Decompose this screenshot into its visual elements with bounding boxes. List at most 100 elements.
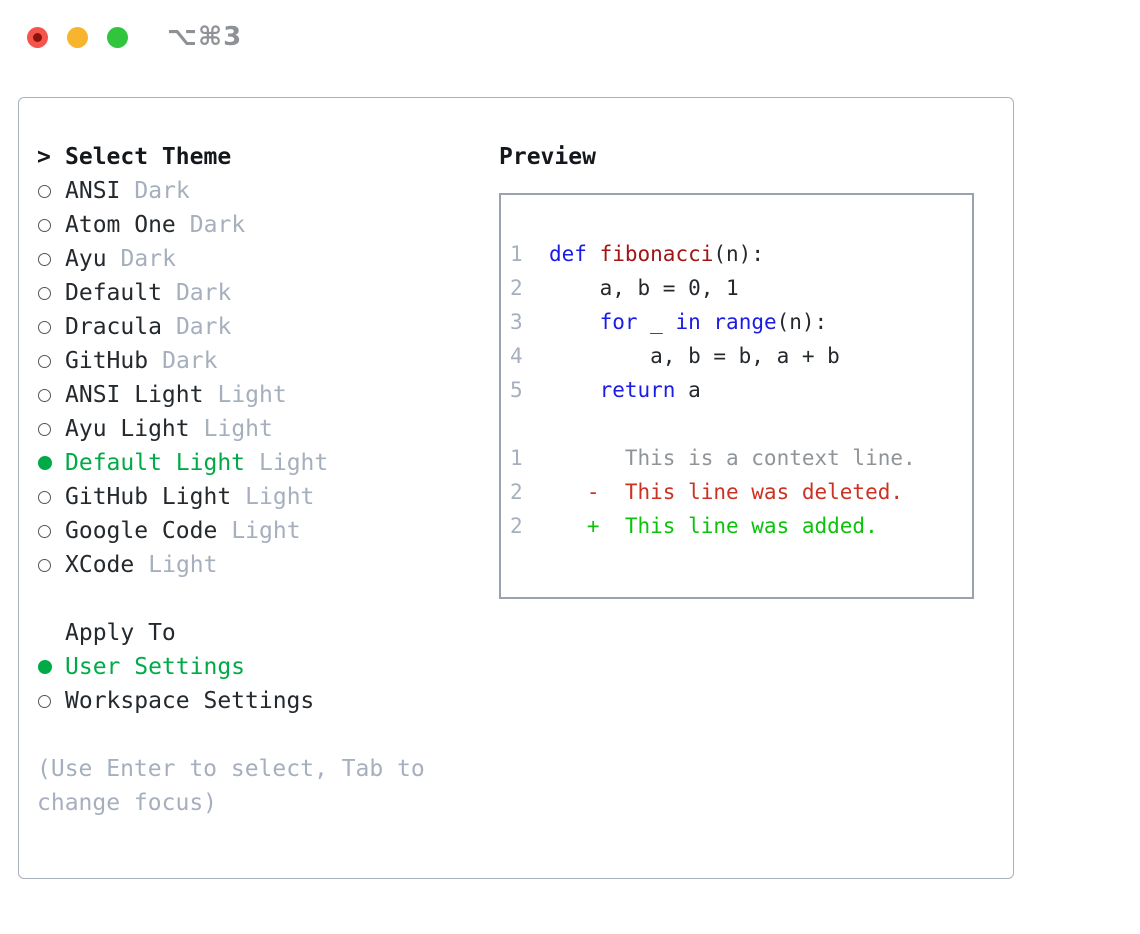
preview-line: 1 This is a context line. [510,441,972,475]
theme-option-github[interactable]: GitHub Dark [37,344,499,378]
minimize-button[interactable] [67,27,88,48]
token-pl: _ [637,310,676,334]
token-add: + This line was added. [549,514,878,538]
preview-line: 2 - This line was deleted. [510,475,972,509]
code-text: for _ in range(n): [549,305,828,339]
theme-variant: Dark [162,348,218,374]
token-fn: fibonacci [599,242,714,266]
theme-option-label: ANSI Light [65,382,204,408]
code-text: def fibonacci(n): [549,237,764,271]
theme-variant: Light [245,484,315,510]
token-pl [549,310,600,334]
radio-circle [38,388,51,402]
token-pl [587,242,600,266]
theme-option-default[interactable]: Default Dark [37,276,499,310]
window-title: ⌥⌘3 [167,22,243,52]
theme-variant: Light [217,382,287,408]
theme-option-label: Default Light [65,450,246,476]
code-text: - This line was deleted. [549,475,903,509]
apply-option-workspace-settings[interactable]: Workspace Settings [37,684,499,718]
radio-selected-icon [37,456,65,470]
token-pl [701,310,714,334]
theme-option-label: GitHub Light [65,484,232,510]
theme-option-label: Ayu [65,246,107,272]
token-kw: for [599,310,638,334]
preview-line [510,407,972,441]
theme-option-ansi-light[interactable]: ANSI Light Light [37,378,499,412]
radio-circle [38,218,51,232]
preview-line: 3 for _ in range(n): [510,305,972,339]
theme-option-label: Atom One [65,212,176,238]
maximize-button[interactable] [107,27,128,48]
apply-option-label: User Settings [65,654,246,680]
radio-circle [38,694,51,708]
line-number: 2 [510,514,523,538]
preview-line: 1 def fibonacci(n): [510,237,972,271]
line-number: 1 [510,242,523,266]
code-text: a, b = b, a + b [549,339,840,373]
apply-option-user-settings[interactable]: User Settings [37,650,499,684]
radio-icon [37,218,65,232]
hint-line-1: (Use Enter to select, Tab to [37,756,425,782]
token-pl: (n): [713,242,764,266]
apply-to-label: Apply To [65,620,176,646]
code-text: return a [549,373,701,407]
radio-icon [37,184,65,198]
selection-caret-icon: > [37,144,51,170]
radio-icon [37,490,65,504]
theme-option-label: GitHub [65,348,149,374]
token-pl: a, b = 0, 1 [549,276,739,300]
token-kw: return [599,378,676,402]
line-number: 4 [510,344,523,368]
token-kw: in [675,310,701,334]
theme-variant: Dark [134,178,190,204]
theme-variant: Dark [189,212,246,238]
spacer [37,582,499,616]
radio-circle [38,320,51,334]
preview-line: 5 return a [510,373,972,407]
close-dot-icon [33,33,42,42]
radio-circle [38,354,51,368]
token-ctx: This is a context line. [549,446,916,470]
radio-icon [37,388,65,402]
radio-circle [38,490,51,504]
token-pl: (n): [776,310,828,334]
close-button[interactable] [27,27,48,48]
token-pl: a, b = b, a + b [549,344,840,368]
theme-option-label: Google Code [65,518,218,544]
theme-variant: Light [148,552,218,578]
line-number [510,407,549,441]
radio-icon [37,252,65,266]
theme-variant: Light [203,416,273,442]
radio-circle [38,422,51,436]
theme-variant: Dark [175,280,232,306]
theme-option-ayu[interactable]: Ayu Dark [37,242,499,276]
theme-variant: Dark [120,246,176,272]
line-number: 2 [510,276,523,300]
radio-circle [38,558,51,572]
radio-icon [37,286,65,300]
preview-line: 2 + This line was added. [510,509,972,543]
radio-circle [38,286,51,300]
radio-icon [37,524,65,538]
line-number: 2 [510,480,523,504]
preview-line: 2 a, b = 0, 1 [510,271,972,305]
token-pl: a [675,378,701,402]
theme-option-atom-one[interactable]: Atom One Dark [37,208,499,242]
spacer [37,718,499,752]
theme-option-github-light[interactable]: GitHub Light Light [37,480,499,514]
titlebar: ⌥⌘3 [0,0,1140,97]
theme-option-label: Default [65,280,162,306]
radio-selected-dot [38,456,52,470]
radio-circle [38,524,51,538]
